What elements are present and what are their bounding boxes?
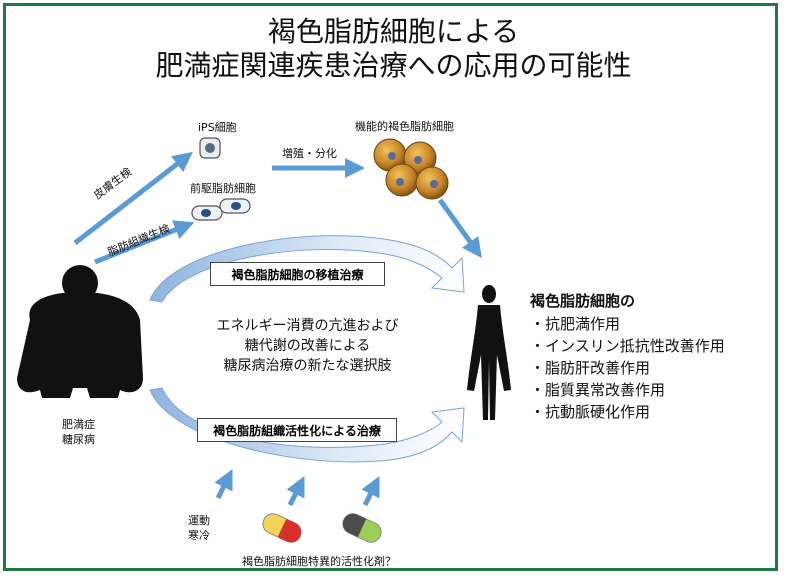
center-line-3: 糖尿病治療の新たな選択肢 <box>223 358 392 374</box>
precursor-cells-icon <box>191 198 251 221</box>
exercise-label: 運動 <box>188 514 210 527</box>
effect-item: ・抗動脈硬化作用 <box>530 403 651 421</box>
figure-frame <box>3 3 778 571</box>
drug1-up-arrow <box>286 476 305 507</box>
activation-therapy-box: 褐色脂肪組織活性化による治療 <box>197 418 397 442</box>
transplant-therapy-box: 褐色脂肪細胞の移植治療 <box>210 262 385 286</box>
obese-label-line-2: 糖尿病 <box>62 433 95 446</box>
precursor-cell-label: 前駆脂肪細胞 <box>190 182 256 195</box>
capsule-green-gray-icon <box>342 510 382 543</box>
obese-label-line-1: 肥満症 <box>62 418 95 431</box>
fat-biopsy-arrow <box>94 220 195 265</box>
center-line-1: エネルギー消費の亢進および <box>216 318 399 334</box>
effects-heading: 褐色脂肪細胞の <box>530 292 636 310</box>
transplant-arc-arrow <box>149 235 465 303</box>
slim-person-silhouette <box>467 285 511 420</box>
proliferation-label: 増殖・分化 <box>282 147 337 160</box>
capsule-yellow-red-icon <box>262 513 302 543</box>
brown-adipocytes-icon <box>373 138 449 200</box>
to-body-arrow <box>437 198 482 259</box>
exercise-up-arrow <box>214 469 233 500</box>
effect-item: ・脂質異常改善作用 <box>530 381 666 399</box>
drug2-up-arrow <box>361 476 380 507</box>
effect-item: ・脂肪肝改善作用 <box>530 359 651 377</box>
effects-list: 褐色脂肪細胞の ・抗肥満作用 ・インスリン抵抗性改善作用 ・脂肪肝改善作用 ・脂… <box>530 290 725 423</box>
skin-biopsy-arrow <box>73 151 193 245</box>
title-line-2: 肥満症関連疾患治療への応用の可能性 <box>155 49 632 82</box>
cold-label: 寒冷 <box>188 529 210 542</box>
ips-cell-icon <box>199 137 221 159</box>
effect-item: ・抗肥満作用 <box>530 315 621 333</box>
activator-label: 褐色脂肪細胞特異的活性化剤？ <box>242 555 396 568</box>
center-line-2: 糖代謝の改善による <box>244 338 371 354</box>
title-line-1: 褐色脂肪細胞による <box>267 15 520 48</box>
center-description: エネルギー消費の亢進および 糖代謝の改善による 糖尿病治療の新たな選択肢 <box>190 316 425 376</box>
functional-brown-adipocyte-label: 機能的褐色脂肪細胞 <box>355 120 454 133</box>
obese-person-silhouette <box>17 265 143 398</box>
ips-cell-label: iPS細胞 <box>198 121 237 134</box>
effect-item: ・インスリン抵抗性改善作用 <box>530 337 725 355</box>
